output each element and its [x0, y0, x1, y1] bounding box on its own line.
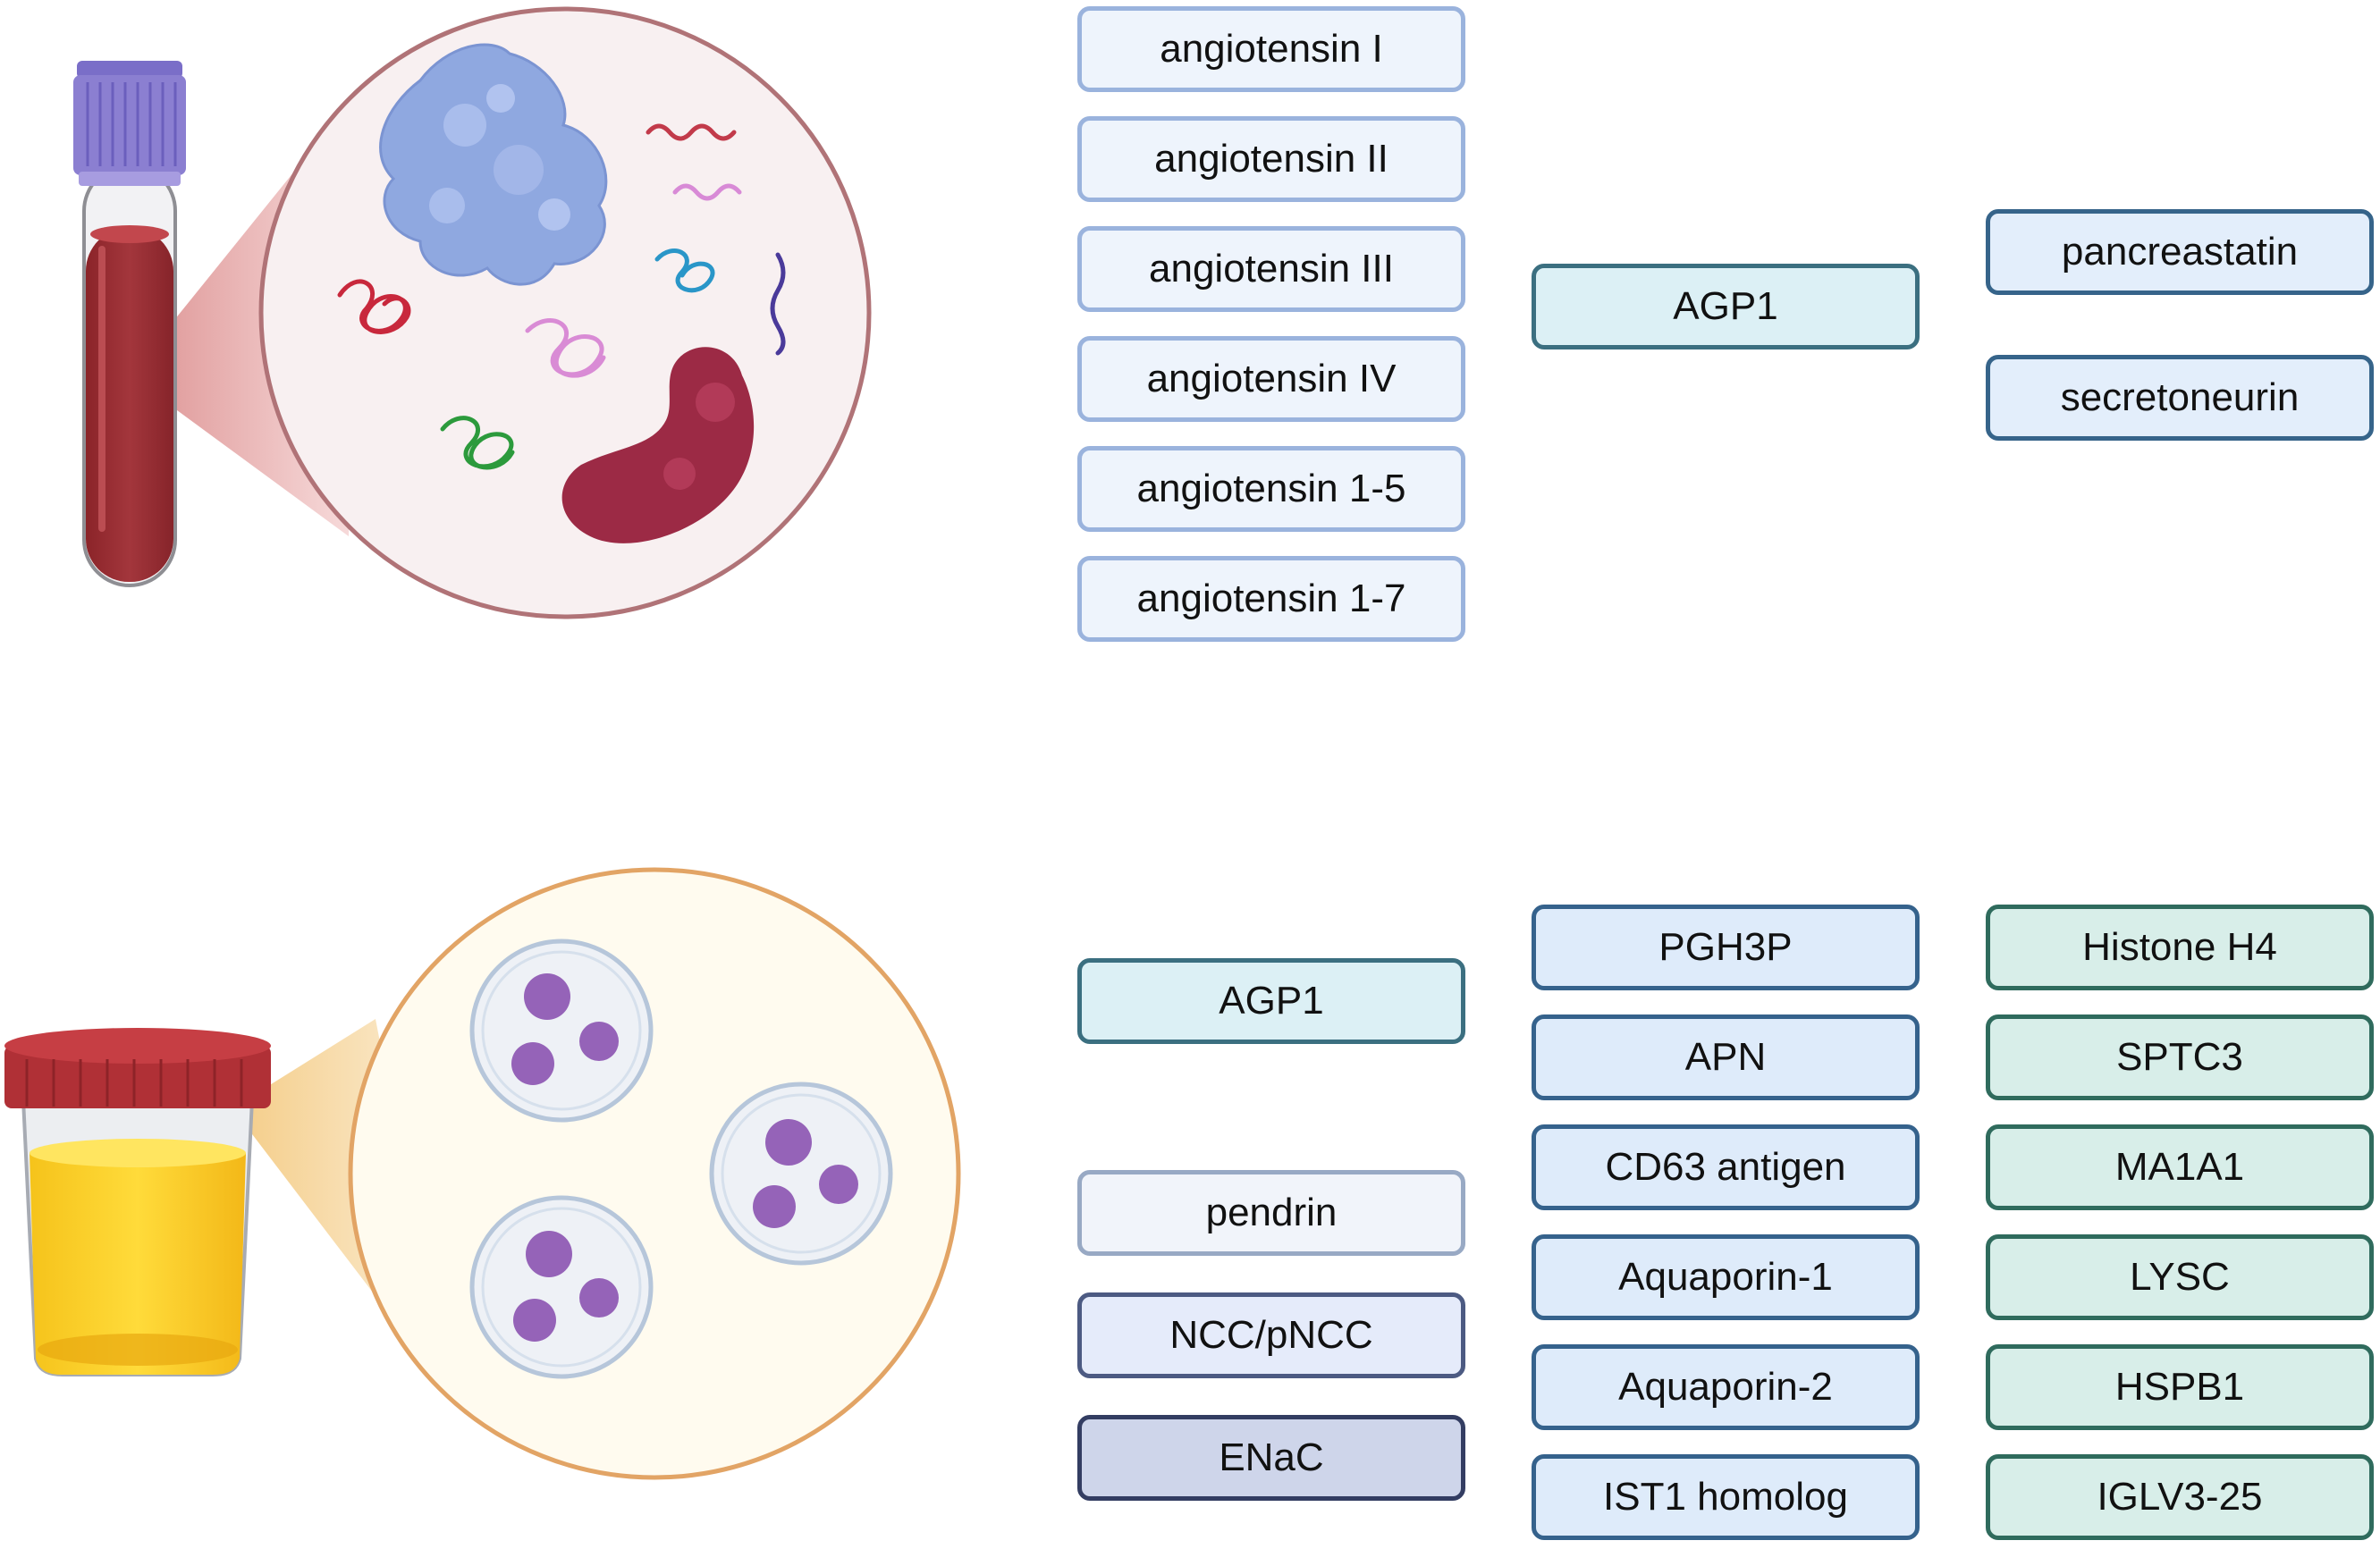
- box-label: APN: [1684, 1035, 1767, 1079]
- blood-angiotensin-box: angiotensin IV: [1077, 336, 1465, 422]
- urine-ev-protein-box: PGH3P: [1532, 905, 1920, 990]
- urine-ev-protein-box: CD63 antigen: [1532, 1124, 1920, 1210]
- box-label: secretoneurin: [2060, 375, 2300, 419]
- box-label: CD63 antigen: [1605, 1145, 1846, 1189]
- urine-ev-protein-box: IST1 homolog: [1532, 1454, 1920, 1540]
- box-label: pendrin: [1205, 1191, 1338, 1234]
- urine-ev-protein-box: SPTC3: [1986, 1014, 2374, 1100]
- urine-ev-protein-box: HSPB1: [1986, 1344, 2374, 1430]
- box-label: ENaC: [1219, 1435, 1324, 1479]
- urine-ev-protein-box: APN: [1532, 1014, 1920, 1100]
- box-label: HSPB1: [2114, 1365, 2245, 1409]
- box-label: NCC/pNCC: [1169, 1313, 1373, 1357]
- urine-transporter-box: NCC/pNCC: [1077, 1292, 1465, 1378]
- blood-angiotensin-box: angiotensin III: [1077, 226, 1465, 312]
- blood-angiotensin-box: angiotensin I: [1077, 6, 1465, 92]
- urine-ev-protein-box: Aquaporin-1: [1532, 1234, 1920, 1320]
- blood-secretogranin-box: pancreastatin: [1986, 209, 2374, 295]
- box-label: angiotensin III: [1149, 247, 1394, 290]
- box-label: AGP1: [1219, 979, 1324, 1023]
- blood-angiotensin-box: angiotensin II: [1077, 116, 1465, 202]
- box-label: angiotensin II: [1154, 137, 1388, 181]
- urine-ev-protein-box: LYSC: [1986, 1234, 2374, 1320]
- urine-transporter-box: ENaC: [1077, 1415, 1465, 1501]
- box-label: Histone H4: [2082, 925, 2277, 969]
- red-blood-cell-protein-icon: [561, 347, 755, 543]
- extracellular-vesicle-icon: [709, 1082, 893, 1266]
- box-label: Aquaporin-2: [1618, 1365, 1833, 1409]
- extracellular-vesicle-icon: [469, 1195, 654, 1379]
- urine-ev-protein-box: Aquaporin-2: [1532, 1344, 1920, 1430]
- box-label: angiotensin 1-7: [1136, 577, 1406, 620]
- urine-cup-icon: [4, 1028, 271, 1376]
- blood-agp1-box: AGP1: [1532, 264, 1920, 349]
- box-label: IST1 homolog: [1603, 1475, 1848, 1519]
- box-label: LYSC: [2130, 1255, 2230, 1299]
- box-label: AGP1: [1673, 284, 1778, 328]
- globular-protein-icon: [379, 43, 608, 286]
- urine-ev-protein-box: Histone H4: [1986, 905, 2374, 990]
- box-label: MA1A1: [2114, 1145, 2245, 1189]
- urine-agp1-box: AGP1: [1077, 958, 1465, 1044]
- extracellular-vesicle-icon: [469, 939, 654, 1123]
- box-label: PGH3P: [1658, 925, 1793, 969]
- blood-angiotensin-box: angiotensin 1-5: [1077, 446, 1465, 532]
- box-label: angiotensin I: [1160, 27, 1383, 71]
- box-label: SPTC3: [2116, 1035, 2243, 1079]
- urine-transporter-box: pendrin: [1077, 1170, 1465, 1256]
- blood-secretogranin-box: secretoneurin: [1986, 355, 2374, 441]
- box-label: pancreastatin: [2061, 230, 2299, 274]
- box-label: IGLV3-25: [2097, 1475, 2263, 1519]
- box-label: angiotensin IV: [1146, 357, 1397, 400]
- box-label: angiotensin 1-5: [1136, 467, 1406, 510]
- blood-angiotensin-box: angiotensin 1-7: [1077, 556, 1465, 642]
- blood-tube-icon: [73, 61, 186, 587]
- coiled-peptide-icons: [337, 248, 715, 470]
- urine-ev-protein-box: MA1A1: [1986, 1124, 2374, 1210]
- blood-zoom-circle: [258, 6, 872, 619]
- box-label: Aquaporin-1: [1618, 1255, 1833, 1299]
- peptide-strand-icons: [646, 123, 786, 356]
- urine-ev-protein-box: IGLV3-25: [1986, 1454, 2374, 1540]
